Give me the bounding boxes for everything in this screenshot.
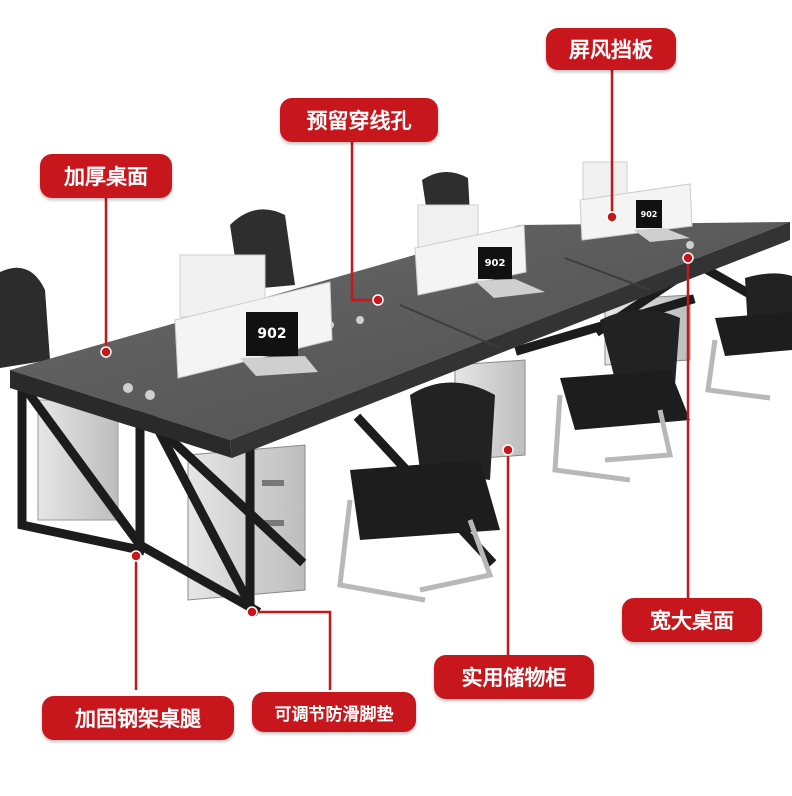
front-chair-far-right xyxy=(705,273,792,401)
callout-cable-hole: 预留穿线孔 xyxy=(280,98,438,142)
front-chair-right xyxy=(552,309,690,483)
laptop-left xyxy=(240,312,318,376)
laptop-mid-screen-text: 902 xyxy=(485,258,506,269)
callout-wide-top: 宽大桌面 xyxy=(622,598,762,642)
back-chair-left xyxy=(0,267,50,368)
laptop-right xyxy=(634,200,690,242)
callout-adjustable-feet: 可调节防滑脚垫 xyxy=(252,692,416,732)
callout-thick-top: 加厚桌面 xyxy=(40,154,172,198)
callout-storage-cabinet: 实用储物柜 xyxy=(434,655,594,699)
laptop-right-screen-text: 902 xyxy=(641,210,658,219)
callout-screen-panel: 屏风挡板 xyxy=(546,28,676,70)
callout-reinforced-legs: 加固钢架桌腿 xyxy=(42,696,234,740)
desktop-surface xyxy=(10,222,790,458)
leader-dots xyxy=(100,211,694,618)
front-chair-center xyxy=(337,382,500,603)
laptop-mid xyxy=(475,247,545,298)
leader-lines xyxy=(104,70,690,690)
laptop-left-screen-text: 902 xyxy=(257,326,286,342)
